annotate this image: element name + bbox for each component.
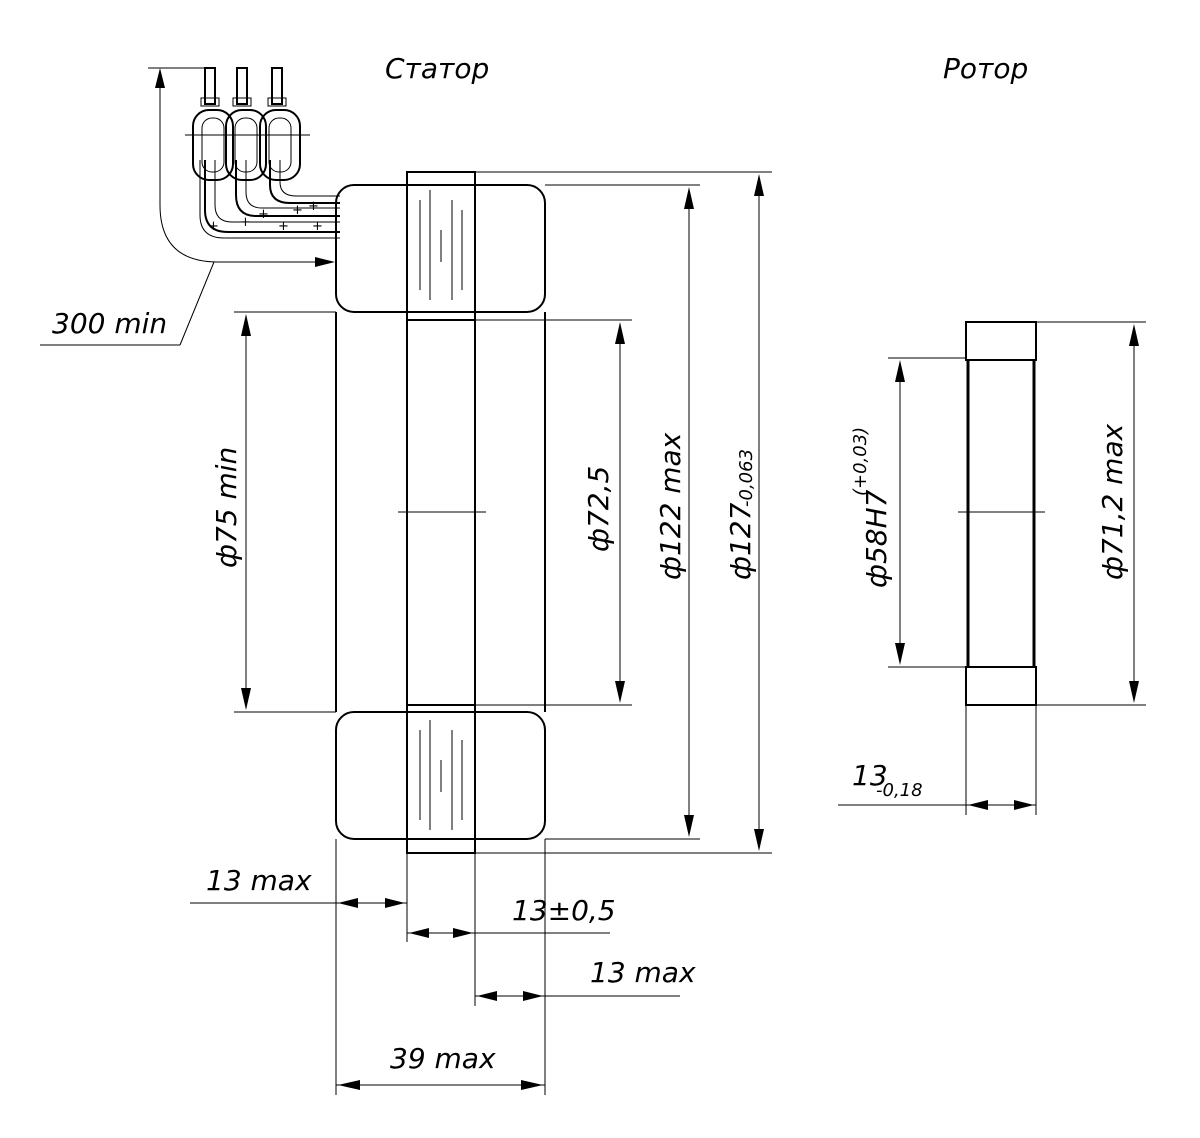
- svg-text:+: +: [292, 203, 303, 218]
- svg-text:(+0,03): (+0,03): [850, 427, 871, 496]
- svg-text:ф58H7: ф58H7: [860, 489, 893, 588]
- wire-marks: + + + + + + +: [208, 199, 323, 234]
- dim-d58-label: ф58H7 (+0,03): [850, 427, 893, 588]
- svg-text:-0,063: -0,063: [736, 449, 757, 507]
- terminal-pins: [200, 67, 287, 107]
- stator-leads: + + + + + + + 300 min: [40, 67, 340, 346]
- svg-text:+: +: [208, 219, 219, 234]
- dim-d127-label: ф127 -0,063: [724, 449, 757, 580]
- stator-vertical-dimensions: [234, 171, 772, 854]
- lead-length-label: 300 min: [52, 307, 167, 340]
- stator-core-top: [406, 171, 476, 321]
- svg-text:13: 13: [852, 759, 888, 792]
- stator-top-winding: [335, 184, 546, 313]
- svg-text:+: +: [240, 215, 251, 230]
- dim-core-width-label: 13±0,5: [512, 894, 616, 927]
- stator-bottom-winding: [335, 711, 546, 840]
- dim-coil-left-label: 13 max: [206, 864, 312, 897]
- svg-text:ф127: ф127: [724, 502, 757, 580]
- stator-horizontal-dimensions: [190, 839, 680, 1095]
- svg-text:+: +: [312, 219, 323, 234]
- stator-core-bottom: [406, 704, 476, 854]
- wire-bundle: [199, 160, 340, 239]
- rotor-title: Ротор: [943, 52, 1028, 85]
- lead-length-dimension: [40, 67, 335, 346]
- dim-rotor-width-label: 13 -0,18: [852, 759, 923, 801]
- svg-text:-0,18: -0,18: [876, 780, 923, 801]
- dim-total-width-label: 39 max: [390, 1042, 496, 1075]
- stator-title: Статор: [385, 52, 489, 85]
- rotor-dimensions: [838, 321, 1146, 815]
- rotor-body: [958, 321, 1045, 706]
- terminal-loops: [185, 109, 310, 181]
- svg-text:+: +: [308, 199, 319, 214]
- dim-d71-2-label: ф71,2 max: [1096, 423, 1129, 580]
- dim-coil-right-label: 13 max: [590, 956, 696, 989]
- svg-text:+: +: [258, 207, 269, 222]
- dim-d75-label: ф75 min: [210, 447, 243, 568]
- dim-d122-label: ф122 max: [654, 432, 687, 580]
- dim-d72-5-label: ф72,5: [582, 466, 615, 552]
- stator-body: [335, 171, 546, 854]
- svg-text:+: +: [278, 219, 289, 234]
